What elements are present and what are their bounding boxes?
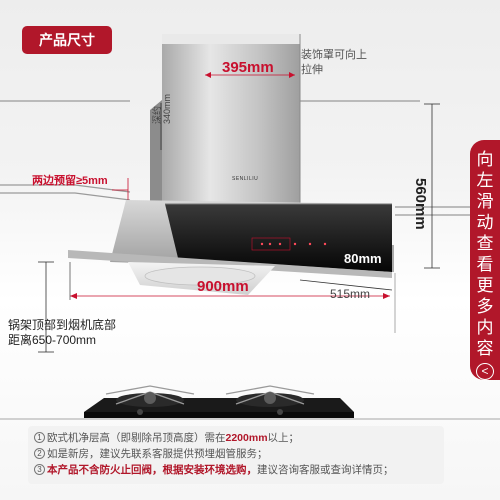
note-number: 1	[34, 432, 45, 443]
note-text: 建议咨询客服或查询详情页；	[257, 464, 394, 476]
note-highlight: 2200mm	[225, 432, 268, 444]
side-reserve-label: 两边预留≥5mm	[32, 175, 108, 187]
dimension-lines	[38, 72, 440, 353]
cabinet-outline	[0, 100, 500, 216]
cover-width-label: 395mm	[222, 59, 274, 76]
width-label: 900mm	[197, 278, 249, 295]
note-number: 2	[34, 448, 45, 459]
brand-mark: SENLILIU	[232, 176, 259, 182]
note-text: 以上；	[267, 432, 300, 444]
cover-depth-label: 深约 340mm	[152, 93, 172, 124]
hood-chimney	[150, 34, 301, 210]
swipe-more-tab[interactable]: 向左滑动查看更多内容 <	[470, 140, 500, 380]
counter-top	[0, 418, 500, 420]
note-text: 欧式机净层高（即剔除吊顶高度）需在	[47, 432, 226, 444]
hood-body	[110, 200, 392, 272]
title-badge: 产品尺寸	[22, 26, 112, 54]
swipe-more-label: 向左滑动查看更多内容	[476, 150, 494, 358]
depth-label: 515mm	[330, 287, 371, 301]
hood-tray	[68, 250, 392, 295]
stove-distance-label: 锅架顶部到烟机底部距离650-700mm	[8, 318, 117, 347]
note-number: 3	[34, 464, 45, 475]
panel-thickness-label: 80mm	[344, 251, 382, 266]
height-label: 560mm	[412, 178, 429, 230]
note-highlight: 本产品不含防火止回阀，根据安装环境选购，	[47, 464, 257, 476]
control-panel	[260, 242, 327, 246]
chevron-left-icon: <	[476, 363, 494, 380]
gas-stove	[84, 385, 354, 418]
note-text: 如是新房，建议先联系客服提供预埋烟管服务；	[47, 448, 268, 460]
cover-note: 装饰罩可向上拉伸	[301, 49, 367, 76]
